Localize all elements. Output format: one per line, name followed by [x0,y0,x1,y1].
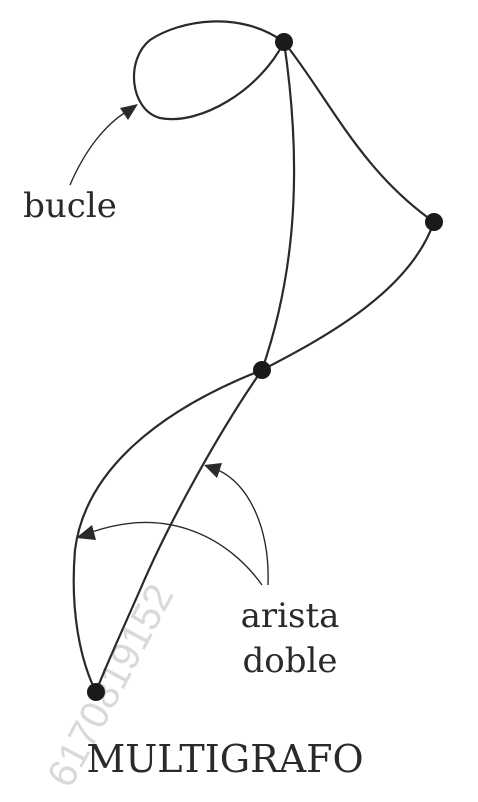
node-bottom [87,683,105,701]
figure-caption: MULTIGRAFO [86,737,363,781]
double-edge-pointer-inner-arrowhead [204,463,222,478]
double-edge-pointer-outer-arrowhead [76,525,96,540]
double-edge-pointer-inner [217,469,269,586]
double-edge-label-line1: arista [241,596,340,636]
node-right [425,213,443,231]
edge-top-middle [260,40,296,372]
node-middle [253,361,271,379]
loop-pointer-arrowhead [120,104,138,120]
double-edge-label-line2: doble [243,641,338,681]
double-edge-inner [94,368,264,694]
node-top [275,33,293,51]
edge-top-right [282,40,436,224]
loop-edge [132,20,286,121]
double-edge-pointer-outer [91,521,263,586]
double-edge-outer [72,368,264,694]
loop-label: bucle [23,186,117,226]
edge-right-middle [260,220,436,372]
loop-pointer-line [69,111,127,186]
